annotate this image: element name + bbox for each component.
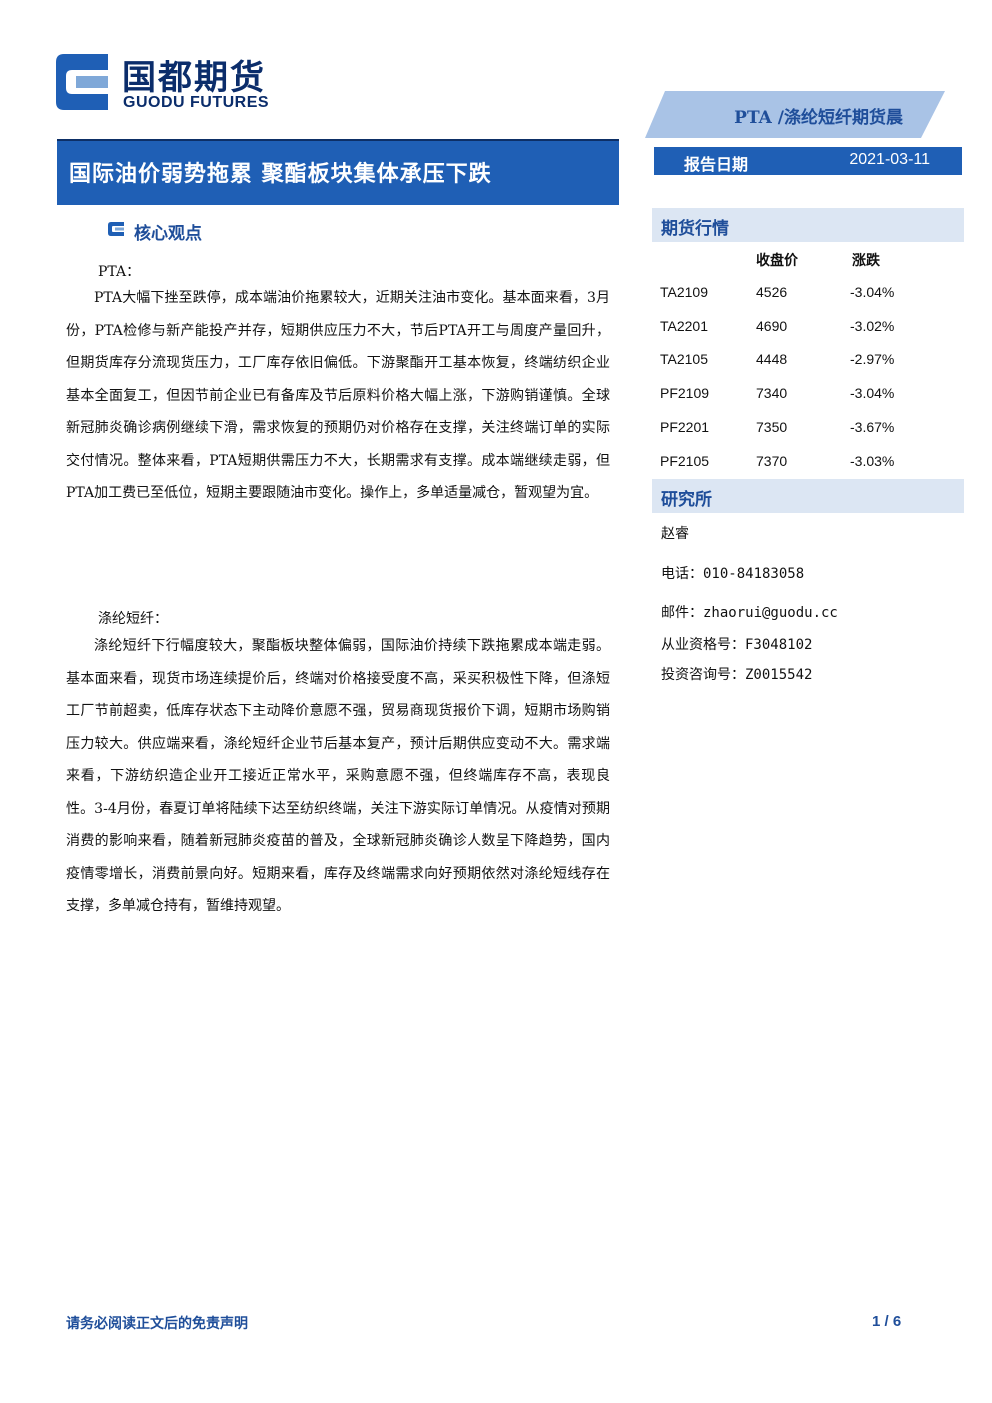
report-date-value: 2021-03-11 xyxy=(849,151,930,168)
quote-contract: PF2201 xyxy=(660,419,710,435)
market-panel-heading: 期货行情 xyxy=(652,208,964,242)
analyst-phone: 电话：010-84183058 xyxy=(661,566,805,582)
quote-change: -3.04% xyxy=(850,385,895,401)
report-date-label: 报告日期 xyxy=(684,155,749,174)
quote-row: PF2105 7370 -3.03% xyxy=(660,453,950,475)
quote-close: 7370 xyxy=(756,453,788,469)
quote-change: -3.03% xyxy=(850,453,895,469)
quote-row: TA2109 4526 -3.04% xyxy=(660,284,950,306)
quote-change: -3.02% xyxy=(850,318,895,334)
col-header-close: 收盘价 xyxy=(756,253,798,269)
quote-row: TA2105 4448 -2.97% xyxy=(660,351,950,373)
title-bar: 国际油价弱势拖累 聚酯板块集体承压下跌 xyxy=(57,139,619,205)
quote-change: -2.97% xyxy=(850,351,895,367)
quote-close: 4690 xyxy=(756,318,788,334)
consulting-number: 投资咨询号：Z0015542 xyxy=(661,667,813,683)
quote-close: 7340 xyxy=(756,385,788,401)
research-panel-heading: 研究所 xyxy=(652,479,964,513)
pta-paragraph: PTA大幅下挫至跌停，成本端油价拖累较大，近期关注油市变化。基本面来看，3月份，… xyxy=(66,290,610,501)
quote-contract: TA2109 xyxy=(660,284,708,300)
quote-contract: PF2109 xyxy=(660,385,710,401)
report-type-label: PTA /涤纶短纤期货晨 xyxy=(734,108,903,128)
research-heading-text: 研究所 xyxy=(661,490,712,510)
report-type-badge: PTA /涤纶短纤期货晨 xyxy=(645,91,945,138)
quote-contract: TA2105 xyxy=(660,351,708,367)
quote-contract: PF2105 xyxy=(660,453,710,469)
quote-row: TA2201 4690 -3.02% xyxy=(660,318,950,340)
logo-text-cn: 国都期货 xyxy=(122,58,266,98)
analyst-name: 赵睿 xyxy=(661,526,689,542)
core-view-title: 核心观点 xyxy=(134,224,202,244)
bullet-logo-icon xyxy=(108,222,124,236)
logo-mark-icon xyxy=(56,54,108,110)
quote-row: PF2201 7350 -3.67% xyxy=(660,419,950,441)
qualification-number: 从业资格号：F3048102 xyxy=(661,637,813,653)
disclaimer-note: 请务必阅读正文后的免责声明 xyxy=(66,1316,248,1332)
quote-change: -3.67% xyxy=(850,419,895,435)
pta-section-label: PTA： xyxy=(98,264,141,280)
market-heading-text: 期货行情 xyxy=(661,219,729,239)
company-logo: 国都期货 GUODU FUTURES xyxy=(50,48,300,118)
report-date-bar: 报告日期 2021-03-11 xyxy=(654,147,962,175)
page-title: 国际油价弱势拖累 聚酯板块集体承压下跌 xyxy=(69,161,492,187)
quote-close: 4448 xyxy=(756,351,788,367)
staple-section-label: 涤纶短纤： xyxy=(98,611,168,627)
quote-row: PF2109 7340 -3.04% xyxy=(660,385,950,407)
quote-contract: TA2201 xyxy=(660,318,708,334)
logo-text-en: GUODU FUTURES xyxy=(123,94,270,111)
staple-paragraph: 涤纶短纤下行幅度较大，聚酯板块整体偏弱，国际油价持续下跌拖累成本端走弱。基本面来… xyxy=(66,638,610,914)
quote-change: -3.04% xyxy=(850,284,895,300)
page-number: 1 / 6 xyxy=(872,1313,902,1330)
quote-close: 4526 xyxy=(756,284,788,300)
col-header-change: 涨跌 xyxy=(852,253,880,269)
analyst-email: 邮件：zhaorui@guodu.cc xyxy=(661,605,838,621)
quote-close: 7350 xyxy=(756,419,788,435)
